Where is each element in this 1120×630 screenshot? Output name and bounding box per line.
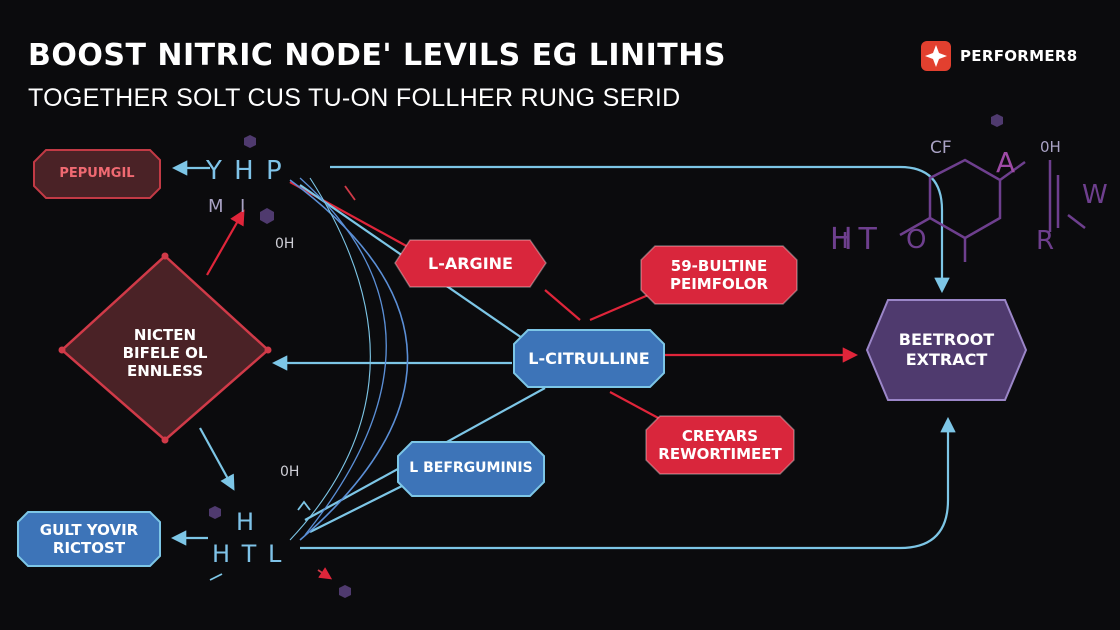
connector-curve-1 [289,179,409,541]
glyph-w: W [1082,180,1108,210]
glyph-ht: HT [830,222,883,257]
node-beffrgumini [397,441,545,497]
glyph-oh-bottom: 0H [280,464,300,480]
decorative-hexagons [209,114,1003,598]
node-creyars [645,415,795,475]
connector-nicten-to-top [206,209,245,276]
glyph-oh-left: 0H [275,236,295,252]
brand-name: PERFORMER8 [960,47,1078,65]
glyph-cf: CF [930,138,952,158]
node-bultine [640,245,798,305]
connector-bottom-to-beetroot [300,416,956,550]
glyph-m: M [208,196,224,217]
molecule-structure-icon [843,158,1086,262]
node-nicten [58,252,272,444]
glyph-i: I [240,196,246,217]
connector-nicten-to-bottom [199,427,235,491]
star-badge-icon [921,41,951,71]
connector-arginine-to-citrulline [544,289,581,321]
connector-curve-3 [289,177,371,541]
connector-curve-2 [299,177,387,536]
page-title: BOOST NITRIC NODE' LEVILS EG LINITHS [28,38,726,73]
connector-beffrgumini-to-bottom [309,477,419,533]
page-subtitle: TOGETHER SOLT CUS TU-ON FOLLHER RUNG SER… [28,84,681,112]
glyph-h-bottom: H [236,508,255,536]
glyph-htl: H T L [212,540,284,568]
glyph-a: A [996,146,1016,179]
decorative-arrows [209,185,356,581]
glyph-oh-right: 0H [1040,138,1061,156]
node-pepomgil [33,149,161,199]
glyph-r: R [1036,226,1055,256]
node-beetroot [865,299,1028,401]
glyph-yhp: Y H P [206,156,284,186]
connector-citrulline-to-creyars [609,391,663,421]
node-arginine [394,239,547,288]
brand-logo: PERFORMER8 [920,40,1078,72]
glyph-o: O [906,225,927,255]
node-citrulline [513,329,665,388]
node-gult [17,511,161,567]
